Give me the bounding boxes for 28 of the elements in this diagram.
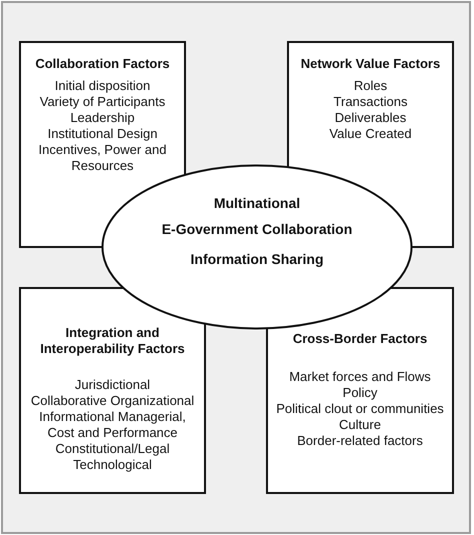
list-item: Collaborative Organizational bbox=[30, 393, 196, 409]
list-item: Culture bbox=[338, 417, 382, 433]
box-heading: Cross-Border Factors bbox=[292, 331, 428, 347]
list-item: Border-related factors bbox=[296, 433, 424, 449]
center-text: Information Sharing bbox=[190, 250, 324, 268]
box-heading: Integration and Interoperability Factors bbox=[39, 325, 186, 357]
list-item: Value Created bbox=[328, 126, 413, 142]
list-item: Deliverables bbox=[334, 110, 408, 126]
list-item: Roles bbox=[352, 78, 388, 94]
list-item: Leadership bbox=[69, 110, 136, 126]
box-heading: Network Value Factors bbox=[300, 56, 442, 72]
center-text: Multinational bbox=[212, 194, 302, 212]
list-item: Variety of Participants bbox=[38, 94, 166, 110]
list-item: Incentives, Power and Resources bbox=[38, 142, 168, 174]
list-item: Political clout or communities bbox=[275, 401, 445, 417]
center-text: E-Government Collaboration bbox=[160, 220, 354, 238]
factor-box bbox=[266, 287, 454, 494]
list-item: Policy bbox=[342, 385, 378, 401]
factor-box bbox=[19, 287, 206, 494]
list-item: Technological bbox=[72, 457, 153, 473]
box-heading: Collaboration Factors bbox=[34, 56, 171, 72]
list-item: Institutional Design bbox=[46, 126, 158, 142]
list-item: Jurisdictional bbox=[74, 377, 152, 393]
list-item: Market forces and Flows bbox=[288, 369, 432, 385]
list-item: Constitutional/Legal bbox=[54, 441, 171, 457]
list-item: Informational Managerial, Cost and Performance bbox=[38, 409, 187, 441]
list-item: Transactions bbox=[332, 94, 408, 110]
list-item: Initial disposition bbox=[54, 78, 152, 94]
